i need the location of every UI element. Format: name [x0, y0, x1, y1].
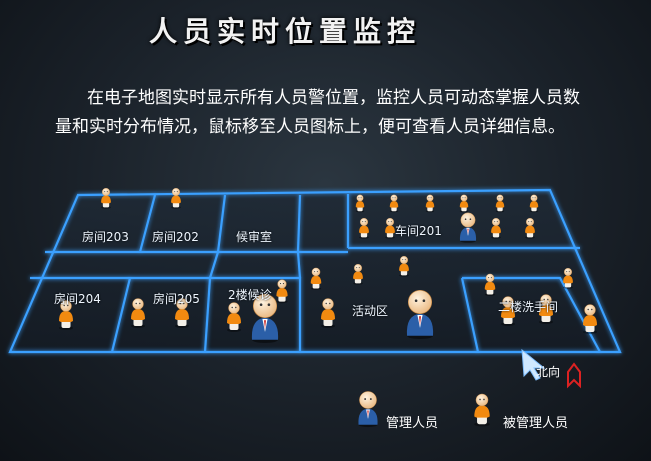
room-label-205: 房间205: [153, 292, 200, 306]
managed-person-icon[interactable]: [276, 279, 288, 304]
managers[interactable]: [251, 212, 477, 344]
managed-person-icon[interactable]: [539, 294, 553, 325]
managed-person-icon[interactable]: [501, 296, 515, 327]
managed-legend-icon[interactable]: [474, 393, 490, 427]
manager-legend-icon: [358, 391, 378, 428]
room-label-203: 房间203: [82, 230, 129, 244]
managed-person-icon[interactable]: [101, 188, 111, 209]
managed-person-icon[interactable]: [385, 218, 395, 239]
room-label-waiting: 候审室: [236, 230, 273, 244]
managed-person-icon[interactable]: [310, 267, 322, 290]
managed-person-icon[interactable]: [459, 194, 469, 213]
page-title: 人员实时位置监控: [148, 15, 421, 48]
manager-person-icon[interactable]: [406, 289, 434, 340]
room-label-202: 房间202: [152, 230, 199, 244]
room-label-activity: 活动区: [352, 304, 389, 318]
description: 在电子地图实时显示所有人员警位置，监控人员可动态掌握人员数 量和实时分布情况，鼠…: [55, 84, 615, 142]
managed-person-icon[interactable]: [355, 194, 365, 213]
room-label-restroom: 二楼洗手间: [498, 300, 559, 314]
legend-manager-label: 管理人员: [386, 416, 439, 431]
managed-person-icon[interactable]: [321, 298, 335, 329]
room-label-204: 房间204: [54, 292, 101, 306]
managed-person-icon[interactable]: [227, 302, 241, 333]
managed-person-icon[interactable]: [353, 264, 363, 285]
room-label-floor2: 2楼候诊: [228, 288, 272, 302]
managed-legend-icon: [474, 393, 490, 427]
room-label-201: 车间201: [395, 224, 442, 238]
north-arrow-icon: [521, 348, 581, 389]
managed-person-icon[interactable]: [131, 298, 145, 329]
managed-person-icon[interactable]: [171, 188, 181, 209]
managed-person-icon[interactable]: [399, 256, 409, 277]
managed-person-icon[interactable]: [495, 194, 505, 213]
managed-person-icon[interactable]: [389, 194, 399, 213]
description-line-1: 在电子地图实时显示所有人员警位置，监控人员可动态掌握人员数: [87, 88, 580, 108]
north-label: 北向: [536, 365, 561, 379]
manager-legend-icon[interactable]: [358, 391, 378, 428]
manager-person-icon[interactable]: [459, 212, 477, 243]
managed-person-icon[interactable]: [525, 218, 535, 239]
managed-person-icon[interactable]: [484, 273, 496, 296]
managed-person-icon[interactable]: [583, 304, 597, 335]
legend-managed-label: 被管理人员: [503, 416, 569, 431]
managed-person-icon[interactable]: [529, 194, 539, 213]
description-line-2: 量和实时分布情况，鼠标移至人员图标上，便可查看人员详细信息。: [55, 117, 565, 137]
manager-person-icon[interactable]: [251, 293, 279, 344]
managed-people[interactable]: [59, 188, 597, 334]
managed-person-icon[interactable]: [491, 218, 501, 239]
managed-person-icon[interactable]: [563, 268, 573, 289]
managed-person-icon[interactable]: [175, 298, 189, 329]
managed-person-icon[interactable]: [359, 218, 369, 239]
managed-person-icon[interactable]: [425, 194, 435, 213]
managed-person-icon[interactable]: [59, 300, 73, 331]
